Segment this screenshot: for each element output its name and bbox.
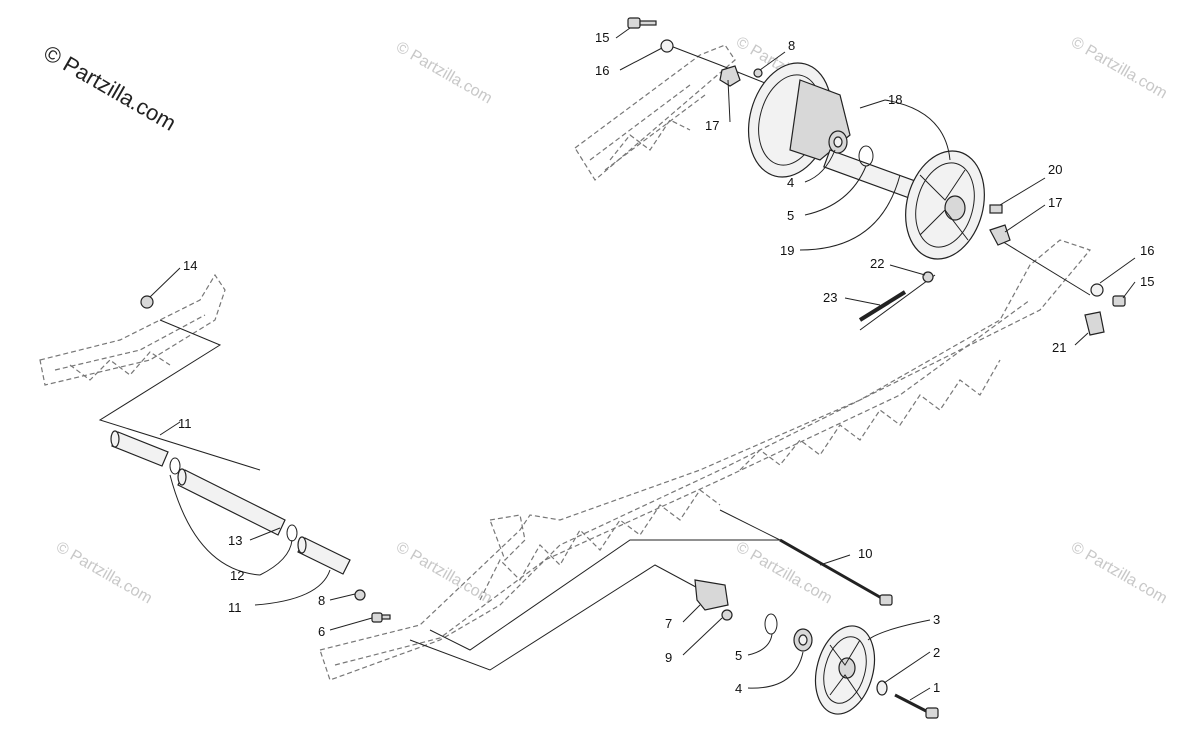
- upper-wheel-assembly: [747, 62, 985, 260]
- callout-4-upper: 4: [787, 175, 794, 190]
- idler-wheel-3: [814, 625, 876, 715]
- watermark-text: © Partzilla.com: [1068, 539, 1170, 608]
- callout-18: 18: [888, 92, 902, 107]
- callout-13: 13: [228, 533, 242, 548]
- callout-17-right: 17: [1048, 195, 1062, 210]
- callout-11-upper: 11: [178, 416, 192, 431]
- axle-block-7: [694, 579, 729, 611]
- cap-upper-left: [719, 65, 741, 87]
- assembly-lines: [98, 44, 1091, 671]
- callout-23: 23: [823, 290, 837, 305]
- bearing-4-lower: [793, 628, 813, 652]
- upper-bearing: [828, 130, 848, 154]
- callout-leaders: [149, 27, 1136, 701]
- watermark-text: © Partzilla.com: [393, 539, 495, 608]
- callout-19: 19: [780, 243, 794, 258]
- watermark-text: © Partzilla.com: [393, 39, 495, 108]
- bolt-1: [894, 693, 939, 719]
- spacer-tube-lower: [297, 536, 351, 575]
- threaded-rod-23: [858, 290, 907, 322]
- cap-upper-right: [989, 224, 1011, 246]
- cap-21: [1084, 311, 1105, 336]
- watermark-group: © Partzilla.com © Partzilla.com © Partzi…: [53, 34, 1170, 608]
- nut-22: [922, 271, 934, 283]
- bolt-right: [1112, 295, 1126, 307]
- watermark-text: © Partzilla.com: [1068, 34, 1170, 103]
- bolt-20: [989, 204, 1003, 214]
- washer-right: [1090, 283, 1104, 297]
- callout-7: 7: [665, 616, 672, 631]
- washer-upper-left: [660, 39, 674, 53]
- callout-16-right: 16: [1140, 243, 1154, 258]
- callout-3: 3: [933, 612, 940, 627]
- washer-2: [876, 680, 888, 696]
- callout-1: 1: [933, 680, 940, 695]
- callout-2: 2: [933, 645, 940, 660]
- callout-22: 22: [870, 256, 884, 271]
- ring-12-upper: [169, 457, 181, 475]
- callout-20: 20: [1048, 162, 1062, 177]
- callout-6: 6: [318, 624, 325, 639]
- nut-upper: [753, 68, 763, 78]
- bolt-6: [371, 612, 391, 623]
- callout-11-lower: 11: [228, 600, 242, 615]
- nut-9: [721, 609, 733, 621]
- long-tube-13: [177, 468, 286, 536]
- ring-5-lower: [764, 613, 778, 635]
- callout-5-lower: 5: [735, 648, 742, 663]
- bolt-upper-left: [627, 17, 657, 29]
- watermark-text: © Partzilla.com: [733, 539, 835, 608]
- rail-main: [319, 239, 1092, 681]
- callout-14: 14: [183, 258, 197, 273]
- callout-15-upper: 15: [595, 30, 609, 45]
- callout-5-upper: 5: [787, 208, 794, 223]
- callout-15-right: 15: [1140, 274, 1154, 289]
- callout-4-lower: 4: [735, 681, 742, 696]
- callout-17-upper: 17: [705, 118, 719, 133]
- callout-8-upper: 8: [788, 38, 795, 53]
- rail-upper-left: [574, 44, 736, 181]
- callout-8-lower: 8: [318, 593, 325, 608]
- nut-8-lower: [354, 589, 366, 601]
- long-bolt-10: [779, 538, 893, 606]
- callout-9: 9: [665, 650, 672, 665]
- callout-16-upper: 16: [595, 63, 609, 78]
- watermark-text: © Partzilla.com: [53, 539, 155, 608]
- ring-12-lower: [286, 524, 298, 542]
- nut-14: [140, 295, 154, 309]
- callout-10: 10: [858, 546, 872, 561]
- callout-12: 12: [230, 568, 244, 583]
- callout-21: 21: [1052, 340, 1066, 355]
- spacer-tube-upper: [110, 430, 169, 467]
- rail-left-stub: [39, 273, 226, 386]
